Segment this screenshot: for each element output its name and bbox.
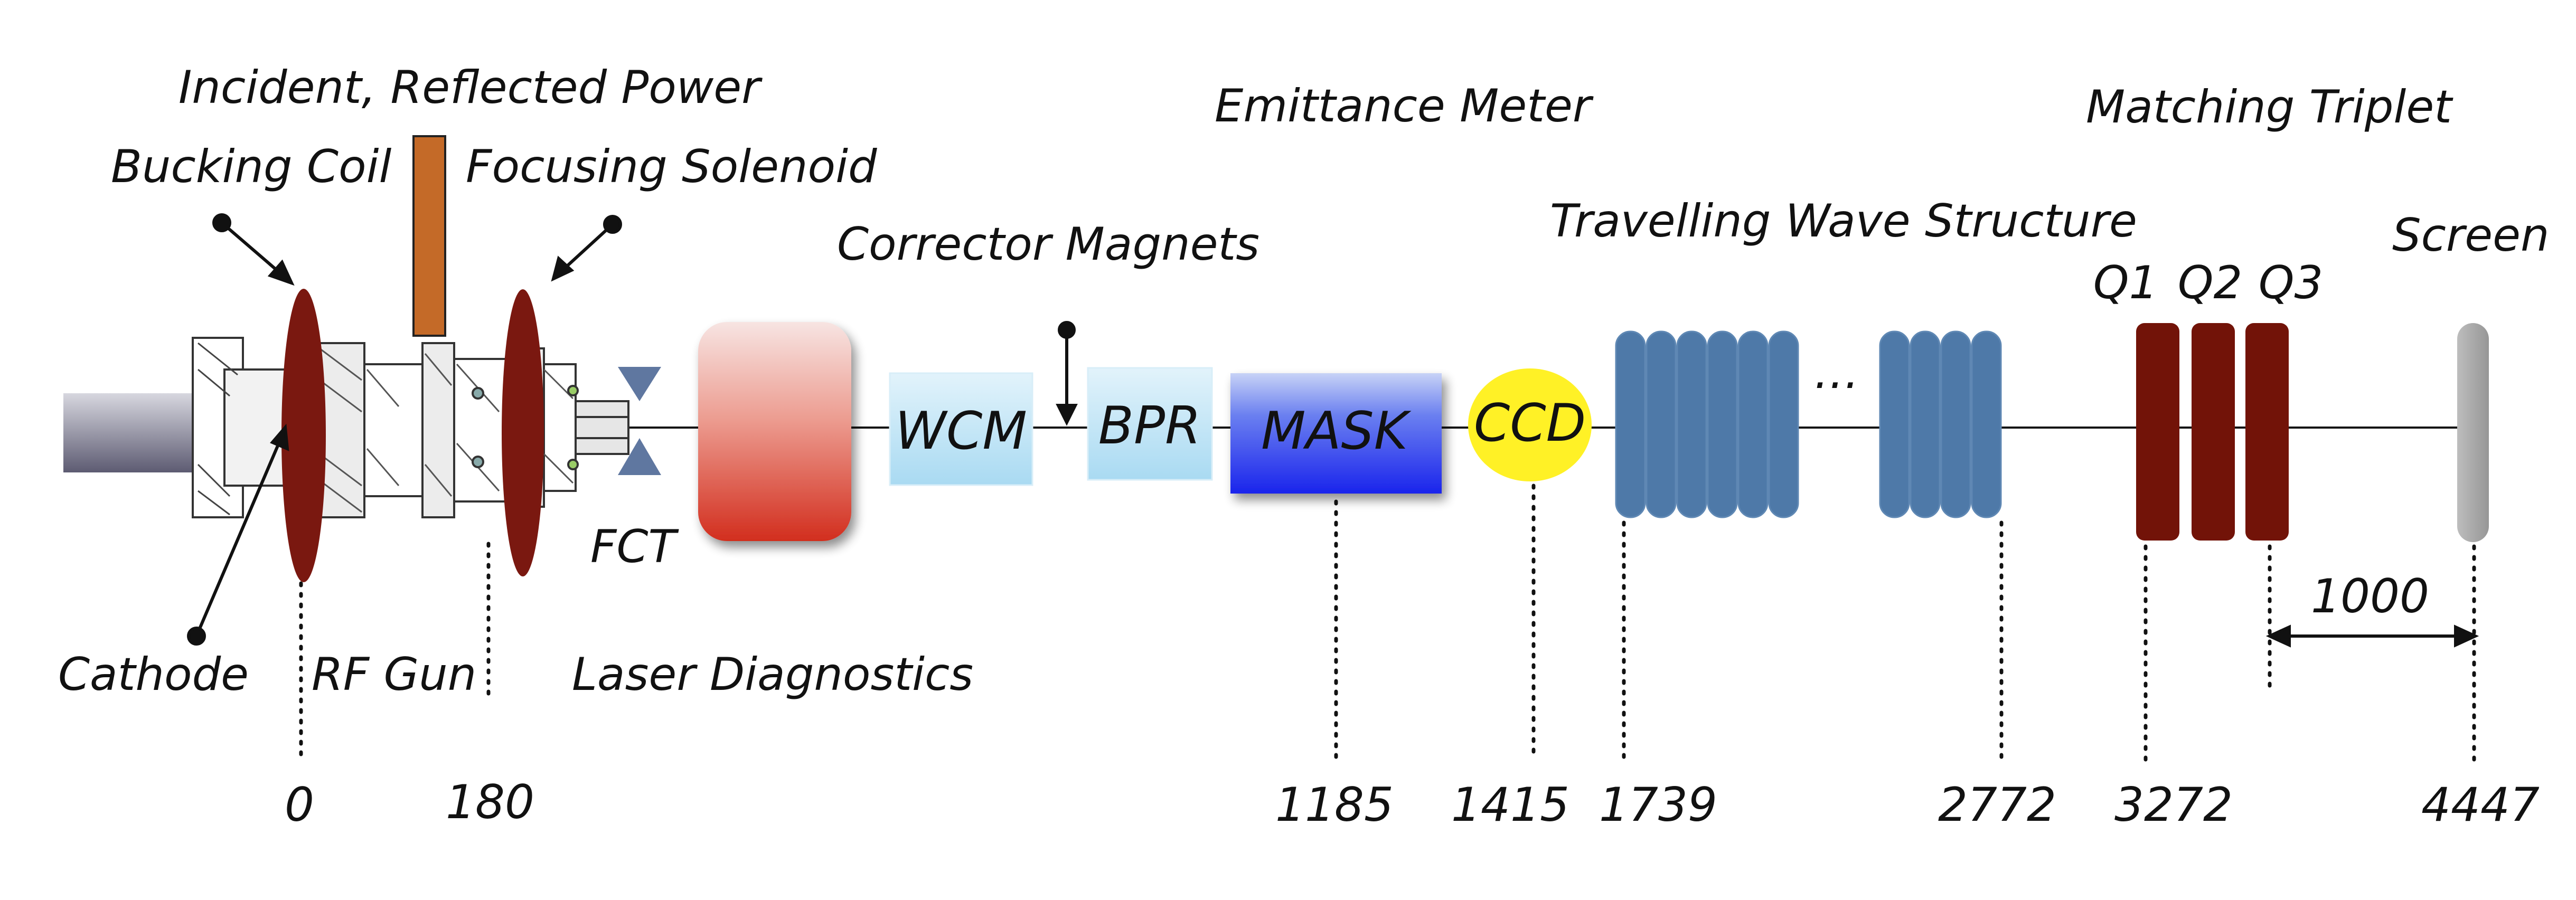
tws-cell-1-1 xyxy=(1615,330,1646,518)
label-focusing-solenoid: Focusing Solenoid xyxy=(466,140,877,193)
label-laser-diagnostics: Laser Diagnostics xyxy=(572,648,973,701)
pos-1739: 1739 xyxy=(1599,778,1717,832)
pos-2772: 2772 xyxy=(1938,778,2056,832)
pos-0: 0 xyxy=(285,778,314,832)
tws-cell-1-5 xyxy=(1737,330,1769,518)
pos-3272: 3272 xyxy=(2114,778,2233,832)
label-mask: MASK xyxy=(1261,401,1412,461)
tws-cell-1-2 xyxy=(1646,330,1677,518)
bucking-coil xyxy=(281,289,326,582)
pos-4447: 4447 xyxy=(2421,778,2540,832)
tws-cell-2-4 xyxy=(1971,330,2002,518)
label-ellipsis: … xyxy=(1814,346,1859,399)
quad-q1 xyxy=(2136,323,2179,541)
label-incident-power: Incident, Reflected Power xyxy=(178,61,763,114)
bpr-box xyxy=(1087,367,1213,481)
label-wcm: WCM xyxy=(895,401,1027,461)
label-bucking-coil: Bucking Coil xyxy=(111,140,391,193)
quad-q2 xyxy=(2192,323,2235,541)
travelling-wave-cells xyxy=(1615,330,2002,518)
tws-cell-2-1 xyxy=(1879,330,1910,518)
label-q2: Q2 xyxy=(2178,257,2242,309)
tws-cell-2-3 xyxy=(1940,330,1971,518)
pos-180: 180 xyxy=(446,775,534,829)
tws-cell-1-4 xyxy=(1707,330,1738,518)
label-q3: Q3 xyxy=(2259,257,2323,309)
pos-1185: 1185 xyxy=(1275,778,1394,832)
screen-plate xyxy=(2457,323,2489,542)
position-markers xyxy=(299,484,2476,762)
spacing-label: 1000 xyxy=(2311,569,2429,623)
label-bpr: BPR xyxy=(1098,396,1201,456)
mask-box xyxy=(1230,373,1442,494)
label-screen: Screen xyxy=(2392,209,2550,262)
label-fct: FCT xyxy=(590,520,680,573)
label-ccd: CCD xyxy=(1474,393,1586,453)
rf-coupler xyxy=(412,135,446,337)
fct-bowtie xyxy=(618,367,661,475)
tws-cell-1-6 xyxy=(1768,330,1799,518)
label-matching-triplet: Matching Triplet xyxy=(2086,81,2453,134)
label-rf-gun: RF Gun xyxy=(312,648,476,701)
label-travelling-wave: Travelling Wave Structure xyxy=(1550,195,2137,248)
quad-q3 xyxy=(2245,323,2289,541)
tws-cell-2-2 xyxy=(1910,330,1941,518)
focusing-solenoid xyxy=(502,289,544,576)
label-corrector-magnets: Corrector Magnets xyxy=(837,218,1259,271)
spacing-arrow xyxy=(2265,624,2479,648)
label-emittance-meter: Emittance Meter xyxy=(1215,80,1594,132)
label-q1: Q1 xyxy=(2093,257,2158,309)
pos-1415: 1415 xyxy=(1451,778,1569,832)
tws-cell-1-3 xyxy=(1676,330,1707,518)
label-cathode: Cathode xyxy=(58,648,249,701)
laser-diagnostics-box xyxy=(698,322,851,541)
ccd-ellipse xyxy=(1468,368,1592,481)
pointer-arrows xyxy=(187,213,1078,646)
inlet-pipe xyxy=(63,393,206,472)
wcm-box xyxy=(889,372,1033,486)
